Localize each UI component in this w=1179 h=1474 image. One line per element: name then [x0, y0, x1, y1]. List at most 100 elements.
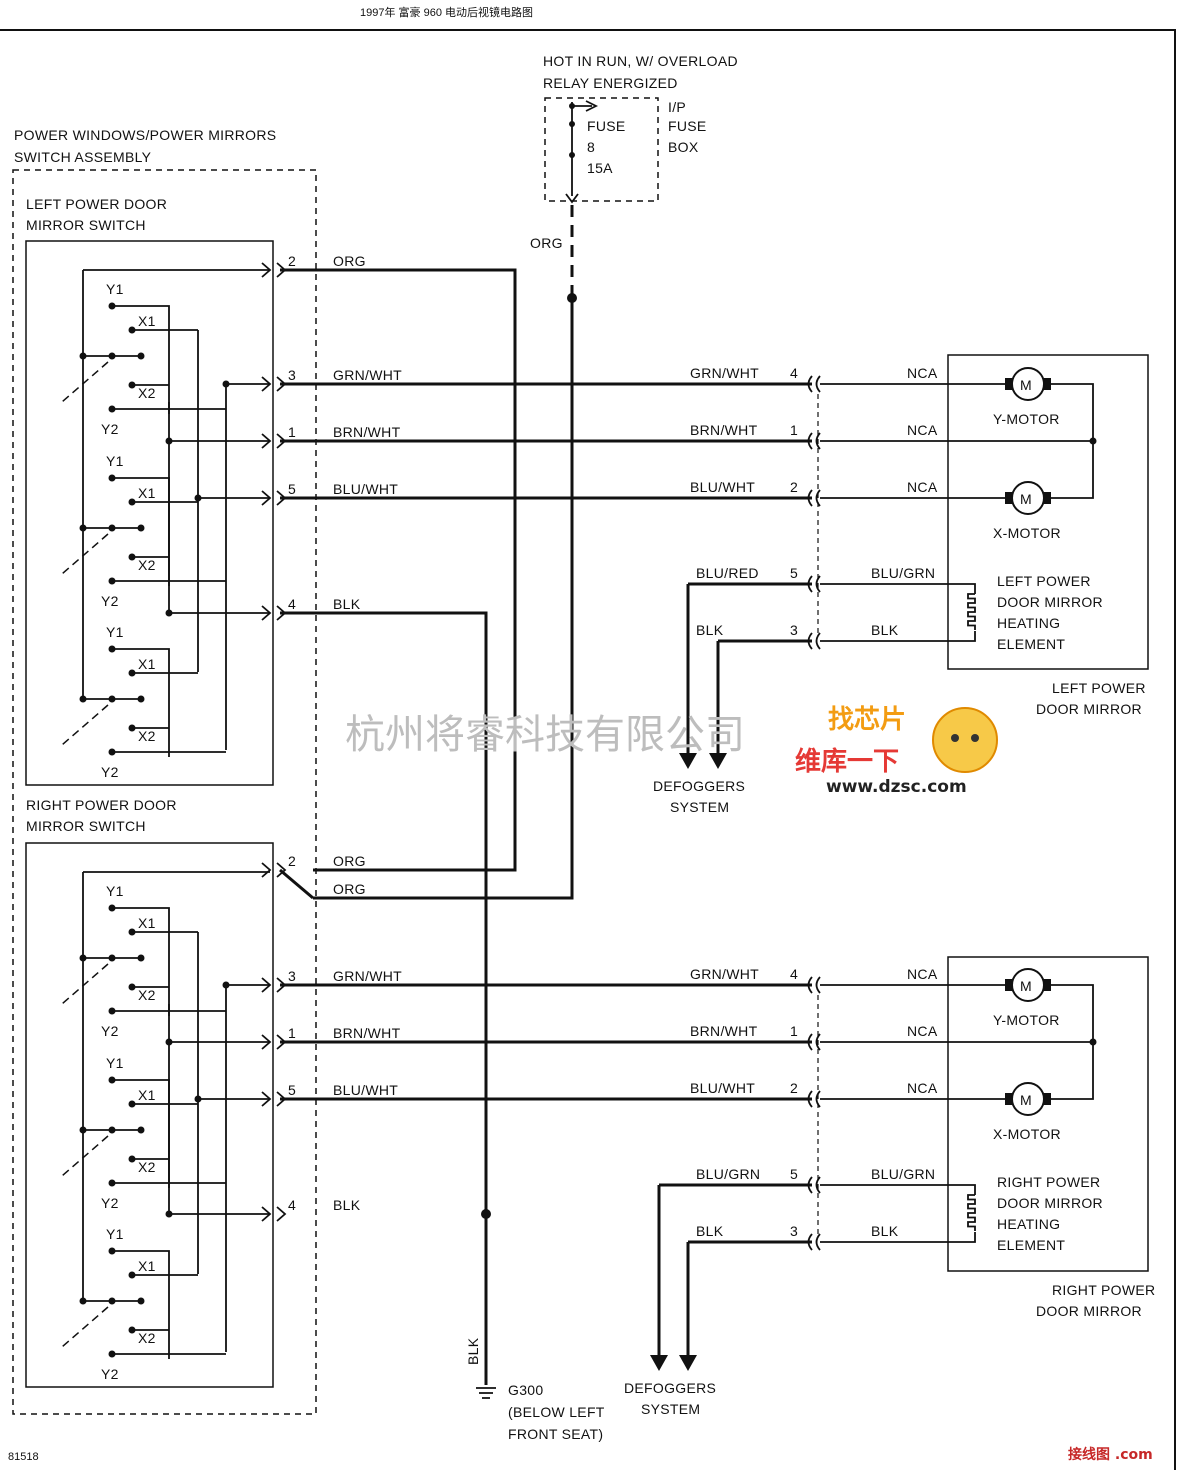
feed-wire-color: ORG [530, 235, 563, 251]
power-condition-line1: HOT IN RUN, W/ OVERLOAD [543, 53, 738, 69]
y-motor-icon [1011, 968, 1045, 1002]
harness-wire-color: BLU/WHT [333, 1082, 398, 1098]
junction-dot [222, 981, 230, 989]
mirror-output-wire-color: NCA [907, 422, 938, 438]
x-motor-brush [1005, 1093, 1013, 1105]
defog-arrow-icon [679, 1355, 697, 1371]
ground-bus-wire [280, 611, 488, 1385]
harness-wire-color: GRN/WHT [333, 968, 402, 984]
x-motor-icon [1011, 1082, 1045, 1116]
feed-splice [567, 293, 577, 303]
switch-assembly-outline [12, 169, 317, 1415]
ground-splice [481, 1209, 491, 1219]
x-motor-symbol: M [1020, 491, 1032, 507]
harness-wire-color: BLK [333, 1197, 361, 1213]
switch-pin-number: 5 [288, 1082, 296, 1098]
mirror-connector-pin: 2 [790, 1080, 798, 1096]
defog-label-line2: SYSTEM [670, 799, 729, 815]
heater-leads [948, 583, 976, 642]
junction-dot [165, 1038, 173, 1046]
switch-pin-number: 5 [288, 481, 296, 497]
org-pin2-jumper [279, 868, 314, 900]
mirror-input-wire-color: BRN/WHT [690, 1023, 758, 1039]
mirror-input-wire-color: BLU/WHT [690, 1080, 755, 1096]
contact-label-x2: X2 [138, 1159, 156, 1175]
heater-element-icon [967, 1194, 976, 1231]
mirror-output-wire-color: BLK [871, 622, 899, 638]
junction-dot [222, 380, 230, 388]
fuse-node [569, 121, 575, 127]
fuse-label: FUSE [587, 118, 626, 134]
mirror-connector-pin: 4 [790, 966, 798, 982]
inline-connector-icon [807, 1033, 821, 1051]
mirror-name-line2: DOOR MIRROR [1036, 1303, 1142, 1319]
x-motor-brush [1005, 492, 1013, 504]
mirror-input-wire-color: BRN/WHT [690, 422, 758, 438]
mirror-name-line1: RIGHT POWER [1052, 1282, 1155, 1298]
mirror-output-wire-color: BLK [871, 1223, 899, 1239]
x-motor-symbol: M [1020, 1092, 1032, 1108]
switch-assembly-title-line2: SWITCH ASSEMBLY [14, 149, 152, 165]
heater-label-line4: ELEMENT [997, 636, 1065, 652]
power-source: HOT IN RUN, W/ OVERLOAD RELAY ENERGIZED … [530, 53, 738, 251]
x-motor-brush [1043, 1093, 1051, 1105]
harness-wire-color: ORG [333, 853, 366, 869]
contact-label-x2: X2 [138, 557, 156, 573]
y-motor-label: Y-MOTOR [993, 411, 1060, 427]
contact-label-x1: X1 [138, 1087, 156, 1103]
contact-label-x1: X1 [138, 915, 156, 931]
switch-pin-number: 4 [288, 1197, 296, 1213]
contact-wire [112, 907, 170, 1016]
x-motor-label: X-MOTOR [993, 525, 1061, 541]
fuse-connector-icon [565, 193, 579, 204]
fuse-box-outline [544, 97, 659, 202]
contact-label-y1: Y1 [106, 1226, 124, 1242]
fuse-box-name-line3: BOX [668, 139, 699, 155]
junction-dot [1089, 437, 1097, 445]
contact-wire [112, 1250, 170, 1359]
heater-label-line2: DOOR MIRROR [997, 594, 1103, 610]
ground-wire-color: BLK [465, 1337, 481, 1365]
inline-connector-icon [807, 432, 821, 450]
y-motor-symbol: M [1020, 377, 1032, 393]
mirror-input-wire-color: BLU/RED [696, 565, 759, 581]
mirror-input-wire-color: GRN/WHT [690, 365, 759, 381]
mirror-output-wire-color: NCA [907, 1023, 938, 1039]
mirror-output-wire-color: NCA [907, 1080, 938, 1096]
mirror-connector-pin: 3 [790, 622, 798, 638]
left-switch-box [25, 240, 274, 786]
logo-url: www.dzsc.com [826, 777, 967, 797]
right-switch-box [25, 842, 274, 1388]
heater-label-line3: HEATING [997, 615, 1060, 631]
logo-slogan: 维库一下 [795, 746, 899, 777]
diagram-title: 1997年 富豪 960 电动后视镜电路图 [360, 5, 533, 19]
mirror-output-wire-color: BLU/GRN [871, 565, 935, 581]
fuse-node [569, 152, 575, 158]
mirror-input-wire-color: GRN/WHT [690, 966, 759, 982]
contact-label-y2: Y2 [101, 1366, 119, 1382]
contact-label-y1: Y1 [106, 453, 124, 469]
mirror-connector-pin: 1 [790, 422, 798, 438]
mirror-input-wire-color: BLU/WHT [690, 479, 755, 495]
switch-pin-number: 2 [288, 253, 296, 269]
heater-element-icon [967, 593, 976, 630]
contact-label-y1: Y1 [106, 624, 124, 640]
ground-point: BLK G300 (BELOW LEFT FRONT SEAT) [465, 1337, 604, 1442]
contact-label-x1: X1 [138, 656, 156, 672]
contact-label-y2: Y2 [101, 1195, 119, 1211]
left-switch-title-line2: MIRROR SWITCH [26, 217, 146, 233]
mirror-connector-pin: 5 [790, 565, 798, 581]
y-motor-brush [1005, 979, 1013, 991]
inline-connector-icon [807, 489, 821, 507]
mirror-housing [947, 956, 1149, 1272]
logo-title: 找芯片 [828, 705, 906, 735]
mirror-connector-pin: 5 [790, 1166, 798, 1182]
contact-wire [112, 648, 170, 757]
right-switch-title-line2: MIRROR SWITCH [26, 818, 146, 834]
heater-label-line1: RIGHT POWER [997, 1174, 1100, 1190]
defog-arrow-icon [650, 1355, 668, 1371]
